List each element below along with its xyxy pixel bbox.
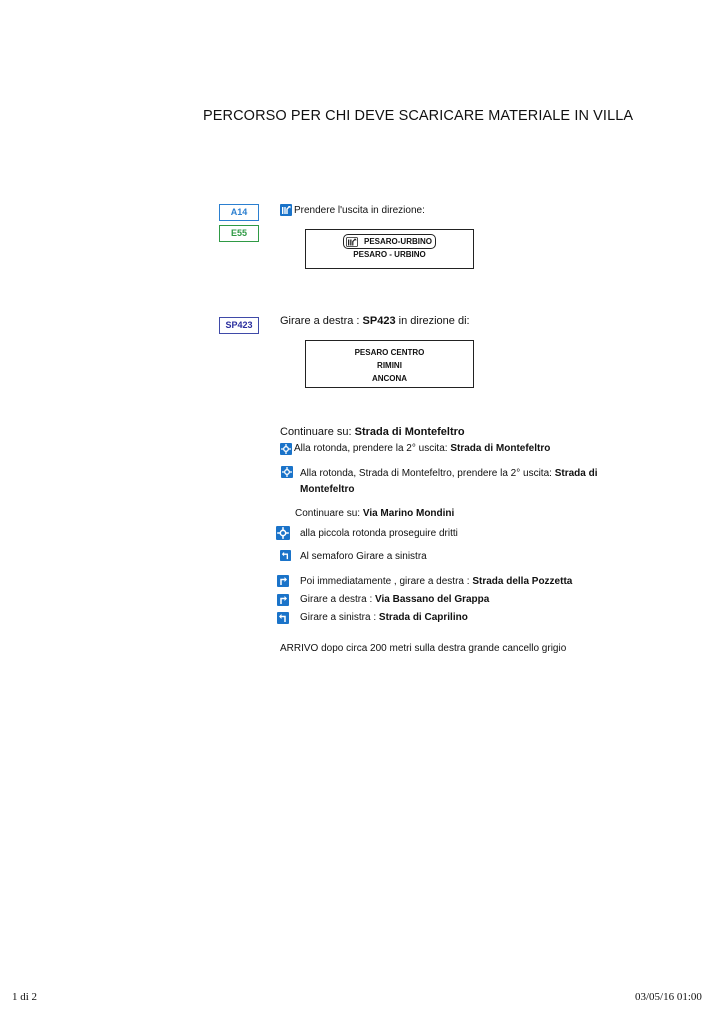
- road-name-continued: Montefeltro: [300, 484, 355, 495]
- road-name: Strada di Montefeltro: [450, 443, 551, 454]
- page-title: PERCORSO PER CHI DEVE SCARICARE MATERIAL…: [203, 108, 634, 124]
- road-name: Via Marino Mondini: [362, 508, 455, 519]
- text-prefix: Continuare su:: [295, 508, 363, 519]
- road-name: Strada di Caprilino: [378, 612, 468, 623]
- text-prefix: Girare a destra :: [300, 594, 376, 605]
- direction-sign-pesaro-urbino: PESARO-URBINO PESARO - URBINO: [305, 229, 474, 269]
- sign-line: PESARO CENTRO: [354, 348, 425, 357]
- text-prefix: Girare a sinistra :: [300, 612, 379, 623]
- text-prefix: Alla rotonda, prendere la 2° uscita:: [294, 443, 451, 454]
- turn-left-icon: [280, 550, 291, 561]
- turn-left-icon: [277, 612, 289, 624]
- text-suffix: in direzione di:: [395, 315, 470, 327]
- highway-exit-icon: [346, 236, 358, 247]
- roundabout-step-1: Alla rotonda, prendere la 2° uscita: Str…: [294, 443, 550, 454]
- roundabout-icon: [276, 526, 290, 540]
- turn-left-caprilino: Girare a sinistra : Strada di Caprilino: [300, 612, 468, 623]
- turn-right-pozzetta: Poi immediatamente , girare a destra : S…: [300, 576, 572, 587]
- road-badge-e55: E55: [219, 225, 259, 242]
- turn-right-icon: [277, 575, 289, 587]
- road-badge-a14: A14: [219, 204, 259, 221]
- road-name: Strada di Montefeltro: [354, 426, 465, 438]
- road-name: Strada di: [554, 468, 598, 479]
- small-roundabout-step: alla piccola rotonda proseguire dritti: [300, 528, 458, 539]
- traffic-light-step: Al semaforo Girare a sinistra: [300, 551, 427, 562]
- road-name: SP423: [362, 315, 396, 327]
- step-turn-right-sp423: Girare a destra : SP423 in direzione di:: [280, 315, 470, 327]
- continue-montefeltro: Continuare su: Strada di Montefeltro: [280, 426, 465, 438]
- turn-right-icon: [277, 594, 289, 606]
- road-name: Strada della Pozzetta: [472, 576, 573, 587]
- sign-pill: PESARO-URBINO: [342, 234, 436, 249]
- sign-line: RIMINI: [377, 361, 402, 370]
- roundabout-step-2: Alla rotonda, Strada di Montefeltro, pre…: [300, 466, 598, 498]
- sign-line: PESARO - URBINO: [353, 250, 426, 259]
- text-prefix: Poi immediatamente , girare a destra :: [300, 576, 473, 587]
- page-number: 1 di 2: [12, 991, 38, 1003]
- text-prefix: Continuare su:: [280, 426, 355, 438]
- text-prefix: Girare a destra :: [280, 315, 363, 327]
- road-name: Via Bassano del Grappa: [375, 594, 490, 605]
- sign-pill-label: PESARO-URBINO: [363, 237, 432, 246]
- road-badge-sp423: SP423: [219, 317, 259, 334]
- highway-exit-icon: [280, 204, 292, 216]
- arrival-note: ARRIVO dopo circa 200 metri sulla destra…: [280, 643, 567, 654]
- turn-right-bassano: Girare a destra : Via Bassano del Grappa: [300, 594, 489, 605]
- direction-sign-sp423: PESARO CENTRO RIMINI ANCONA: [305, 340, 474, 388]
- continue-marino-mondini: Continuare su: Via Marino Mondini: [295, 508, 454, 519]
- sign-line: ANCONA: [371, 374, 408, 383]
- roundabout-icon: [280, 443, 292, 455]
- print-datetime: 03/05/16 01:00: [635, 991, 702, 1003]
- text-prefix: Alla rotonda, Strada di Montefeltro, pre…: [300, 468, 555, 479]
- step-exit-text: Prendere l'uscita in direzione:: [294, 205, 425, 216]
- roundabout-icon: [281, 466, 293, 478]
